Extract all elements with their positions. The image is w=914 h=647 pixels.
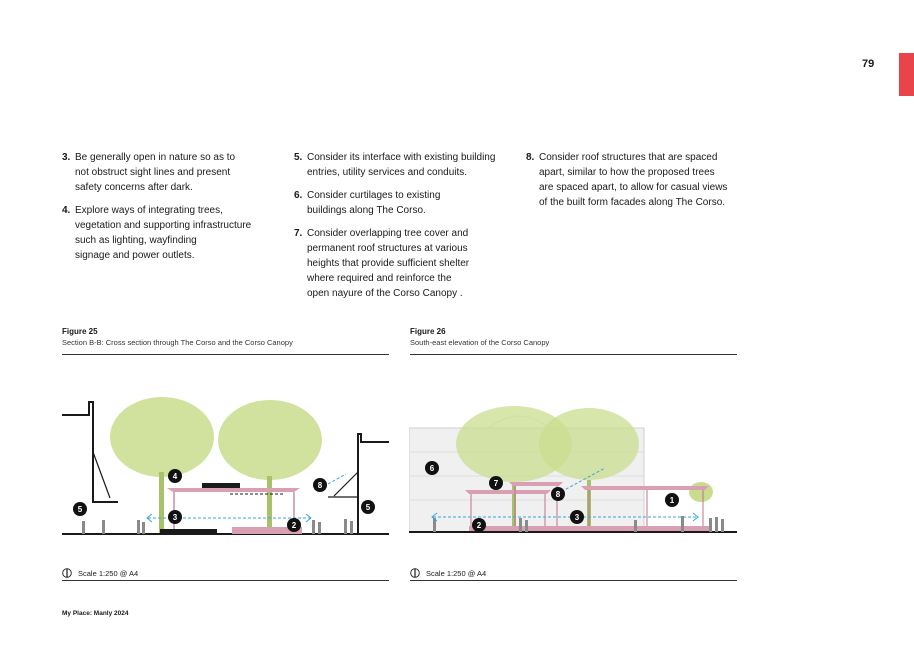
marker-label: 2 — [477, 521, 482, 530]
document-footer: My Place: Manly 2024 — [62, 610, 129, 617]
canopy-roof-low — [465, 490, 551, 532]
tree-left — [110, 397, 214, 534]
marker-2: 2 — [287, 518, 301, 532]
figure-caption: South-east elevation of the Corso Canopy — [410, 338, 550, 347]
figure-25-scale: Scale 1:250 @ A4 — [62, 568, 389, 581]
page-tab-accent — [899, 53, 914, 96]
figure-title: Figure 26 — [410, 327, 446, 336]
guideline-number: 6. — [294, 190, 303, 201]
marker-1: 1 — [665, 493, 679, 507]
arrow-head-left — [431, 512, 438, 522]
marker-6: 6 — [425, 461, 439, 475]
marker-label: 3 — [575, 513, 580, 522]
guideline-number: 8. — [526, 152, 535, 163]
planter-base — [160, 529, 217, 534]
guideline-text: Be generally open in nature so as to not… — [75, 152, 236, 193]
figure-26-header: Figure 26 South-east elevation of the Co… — [410, 326, 737, 355]
north-arrow-icon — [410, 568, 420, 578]
guideline-item: 4. Explore ways of integrating trees, ve… — [62, 203, 277, 263]
marker-3: 3 — [570, 510, 584, 524]
marker-8: 8 — [551, 487, 565, 501]
guideline-text: Consider its interface with existing bui… — [307, 152, 496, 178]
arrow-head-left — [146, 513, 153, 523]
marker-8: 8 — [313, 478, 327, 492]
shrub — [689, 482, 713, 502]
guideline-text: Consider overlapping tree cover and perm… — [307, 228, 470, 299]
building-outline-right — [357, 433, 389, 534]
tree-canopy — [456, 406, 639, 532]
building-outline-left — [62, 401, 118, 503]
guideline-item: 7. Consider overlapping tree cover and p… — [294, 226, 516, 301]
guideline-number: 3. — [62, 152, 71, 163]
marker-7: 7 — [489, 476, 503, 490]
guideline-number: 5. — [294, 152, 303, 163]
figure-caption: Section B-B: Cross section through The C… — [62, 338, 293, 347]
figure-26-elevation-diagram: 6 7 8 1 3 2 — [409, 406, 737, 533]
guideline-item: 5. Consider its interface with existing … — [294, 150, 516, 180]
people-silhouettes — [433, 516, 724, 532]
figure-26-scale: Scale 1:250 @ A4 — [410, 568, 737, 581]
guideline-item: 3. Be generally open in nature so as to … — [62, 150, 277, 195]
arrow-head-right — [305, 513, 312, 523]
marker-5: 5 — [73, 502, 87, 516]
awning-right — [328, 471, 359, 498]
marker-label: 8 — [318, 481, 323, 490]
arrow-head-right — [692, 512, 699, 522]
guideline-item: 6. Consider curtilages to existing build… — [294, 188, 516, 218]
north-arrow-icon — [62, 568, 72, 578]
guideline-text: Consider roof structures that are spaced… — [539, 152, 728, 208]
awning-strut-left — [92, 451, 111, 499]
canopy-roof-long — [581, 486, 709, 532]
guideline-column-2: 5. Consider its interface with existing … — [294, 150, 516, 309]
marker-label: 1 — [670, 496, 675, 505]
marker-label: 5 — [366, 503, 371, 512]
guideline-column-1: 3. Be generally open in nature so as to … — [62, 150, 277, 271]
marker-label: 8 — [556, 490, 561, 499]
scale-label: Scale 1:250 @ A4 — [426, 568, 487, 578]
tree-right — [218, 400, 322, 534]
guideline-text: Consider curtilages to existing building… — [307, 190, 441, 216]
scale-label: Scale 1:250 @ A4 — [78, 568, 139, 578]
marker-4: 4 — [168, 469, 182, 483]
guideline-number: 7. — [294, 228, 303, 239]
view-arrow — [327, 473, 347, 485]
guideline-number: 4. — [62, 205, 71, 216]
marker-label: 5 — [78, 505, 83, 514]
marker-label: 6 — [430, 464, 435, 473]
seating-platform — [232, 527, 302, 534]
people-silhouettes — [82, 519, 353, 534]
figure-title: Figure 25 — [62, 327, 98, 336]
seating-platform — [469, 526, 709, 532]
figure-25-section-diagram: 5 4 3 2 8 5 — [62, 397, 389, 535]
guideline-item: 8. Consider roof structures that are spa… — [526, 150, 746, 210]
marker-3: 3 — [168, 510, 182, 524]
page-number: 79 — [862, 58, 875, 70]
marker-label: 2 — [292, 521, 297, 530]
marker-2: 2 — [472, 518, 486, 532]
marker-label: 3 — [173, 513, 178, 522]
roof-cap — [202, 483, 240, 488]
marker-label: 4 — [173, 472, 178, 481]
canopy-roof — [167, 488, 300, 492]
marker-label: 7 — [494, 479, 499, 488]
guideline-text: Explore ways of integrating trees, veget… — [75, 205, 252, 261]
view-arrow — [556, 467, 606, 495]
figure-25-header: Figure 25 Section B-B: Cross section thr… — [62, 326, 389, 355]
guideline-column-3: 8. Consider roof structures that are spa… — [526, 150, 746, 218]
marker-5: 5 — [361, 500, 375, 514]
